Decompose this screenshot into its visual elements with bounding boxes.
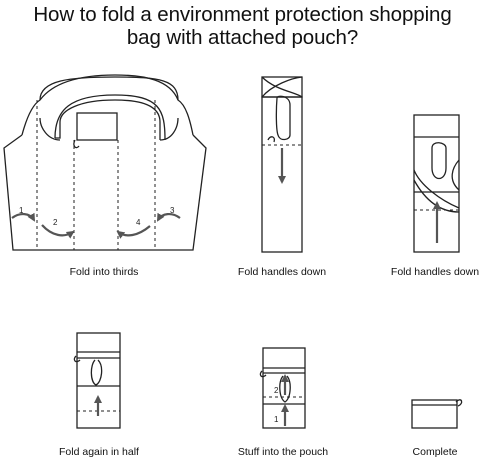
step-caption-fold-half: Fold again in half: [59, 446, 139, 458]
page-title: How to fold a environment protection sho…: [0, 3, 485, 49]
fold-lines-step-1: [36, 100, 156, 250]
completed-pouch-diagram: [411, 399, 463, 429]
step-caption-fold-handles-2: Fold handles down: [390, 266, 480, 278]
bag-into-pouch-diagram: [259, 347, 306, 429]
fold-number: 1: [274, 415, 279, 424]
fold-number: 2: [53, 218, 58, 227]
title-line-2: bag with attached pouch?: [126, 26, 359, 49]
bag-fold-half-diagram: [73, 332, 121, 429]
fold-number: 4: [136, 218, 141, 227]
step-caption-fold-thirds: Fold into thirds: [69, 266, 139, 278]
step-caption-fold-handles: Fold handles down: [237, 266, 327, 278]
fold-number: 2: [274, 386, 279, 395]
step-caption-complete: Complete: [412, 446, 458, 458]
fold-number: 3: [170, 206, 175, 215]
step-caption-stuff-pouch: Stuff into the pouch: [237, 446, 329, 458]
bag-handles-folded-diagram: [413, 114, 460, 253]
bag-folded-thirds-diagram: [261, 76, 303, 253]
bag-unfolded-diagram: [3, 74, 207, 251]
title-line-1: How to fold a environment protection sho…: [33, 3, 452, 26]
fold-arrows-step-1: [11, 212, 181, 239]
fold-number: 1: [19, 206, 24, 215]
